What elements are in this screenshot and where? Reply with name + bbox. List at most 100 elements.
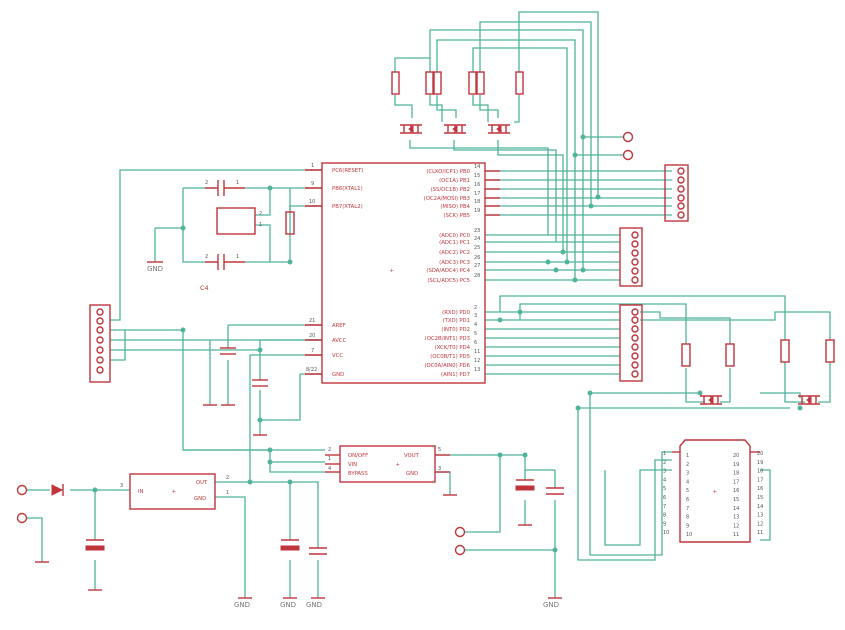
svg-text:4: 4	[474, 322, 477, 328]
socket-inner-right-num: 15	[733, 497, 739, 503]
socket-inner-right-num: 11	[733, 532, 739, 538]
svg-text:17: 17	[474, 191, 480, 197]
microcontroller: + PC6(RESET) PB6(XTAL1) PB7(XTAL2) AREF …	[305, 162, 500, 384]
svg-text:2: 2	[474, 305, 477, 311]
svg-text:+: +	[390, 268, 394, 274]
socket-outer-right-num: 12	[757, 521, 763, 527]
svg-text:OUT: OUT	[196, 480, 208, 486]
input-regulator: IN OUT GND + 3 2 1	[120, 473, 229, 510]
pin-pc6: PC6(RESET)	[332, 168, 363, 174]
svg-text:(ADC1) PC1: (ADC1) PC1	[439, 240, 470, 246]
mcu-portd-pins: (RXD) PD0 (TXD) PD1 (INT0) PD2 (OC2B/INT…	[424, 305, 480, 378]
svg-text:19: 19	[474, 208, 480, 214]
input-jacks	[16, 484, 28, 524]
svg-text:28: 28	[474, 273, 480, 279]
svg-text:GND: GND	[194, 496, 206, 502]
svg-text:(ADC3) PC3: (ADC3) PC3	[439, 260, 470, 266]
ic-socket: +	[672, 439, 760, 543]
socket-outer-right-num: 19	[757, 460, 763, 466]
header-portc	[619, 227, 643, 287]
svg-text:1: 1	[236, 254, 239, 260]
mcu-portc-pins: (ADC0) PC0 (ADC1) PC1 (ADC2) PC2 (ADC3) …	[426, 228, 480, 284]
socket-outer-right-num: 14	[757, 504, 763, 510]
socket-inner-right-num: 16	[733, 488, 739, 494]
svg-text:(RXD) PD0: (RXD) PD0	[442, 310, 470, 316]
socket-outer-left-num: 8	[663, 513, 666, 519]
svg-text:15: 15	[474, 173, 480, 179]
svg-text:(AIN1) PD7: (AIN1) PD7	[441, 372, 470, 378]
svg-text:VOUT: VOUT	[404, 453, 420, 459]
socket-inner-left-num: 8	[686, 515, 689, 521]
svg-text:(XCK/T0) PD4: (XCK/T0) PD4	[435, 345, 471, 351]
svg-text:3: 3	[438, 466, 441, 472]
socket-outer-right-num: 15	[757, 495, 763, 501]
socket-inner-left-num: 3	[686, 471, 689, 477]
svg-text:3: 3	[120, 483, 123, 489]
socket-inner-right-num: 13	[733, 515, 739, 521]
socket-outer-right-num: 18	[757, 469, 763, 475]
svg-text:(MISO) PB4: (MISO) PB4	[440, 204, 470, 210]
gnd-label-ldo: GND	[543, 601, 559, 609]
svg-text:7: 7	[311, 348, 314, 354]
svg-text:2: 2	[226, 475, 229, 481]
gnd-label-cap2: GND	[306, 601, 322, 609]
socket-inner-right-num: 17	[733, 479, 739, 485]
socket-inner-left-num: 4	[686, 479, 689, 485]
socket-inner-left-num: 10	[686, 532, 692, 538]
svg-text:1: 1	[311, 163, 314, 169]
socket-outer-left-num: 5	[663, 486, 666, 492]
socket-outer-right-num: 16	[757, 486, 763, 492]
svg-text:27: 27	[474, 263, 480, 269]
svg-text:1: 1	[236, 180, 239, 186]
gnd-label-cap1: GND	[280, 601, 296, 609]
svg-text:+: +	[396, 462, 400, 468]
pin-vcc: VCC	[332, 353, 343, 359]
header-left	[89, 304, 111, 383]
svg-text:26: 26	[474, 255, 480, 261]
socket-inner-right-num: 20	[733, 453, 739, 459]
svg-text:25: 25	[474, 245, 480, 251]
ground-symbols: GND GND GND GND GND	[35, 261, 562, 609]
svg-text:(OC0A/AIN0) PD6: (OC0A/AIN0) PD6	[424, 363, 470, 369]
svg-text:(OC0B/T1) PD5: (OC0B/T1) PD5	[430, 354, 470, 360]
input-diode	[51, 484, 64, 496]
output-jacks	[454, 526, 466, 556]
socket-outer-right-num: 20	[757, 451, 763, 457]
svg-text:(OC1A) PB1: (OC1A) PB1	[439, 178, 470, 184]
socket-inner-right-num: 19	[733, 462, 739, 468]
svg-text:21: 21	[309, 318, 315, 324]
svg-text:8/22: 8/22	[306, 367, 317, 373]
svg-text:(CLKO/ICP1) PB0: (CLKO/ICP1) PB0	[426, 169, 470, 175]
svg-text:(SS/OC1B) PB2: (SS/OC1B) PB2	[431, 187, 470, 193]
svg-text:(OC2B/INT1) PD3: (OC2B/INT1) PD3	[425, 336, 470, 342]
svg-text:13: 13	[474, 367, 480, 373]
svg-text:4: 4	[328, 466, 331, 472]
svg-text:24: 24	[474, 236, 480, 242]
svg-text:16: 16	[474, 182, 480, 188]
svg-text:5: 5	[474, 331, 477, 337]
svg-text:3: 3	[474, 313, 477, 319]
header-portd	[619, 304, 643, 382]
socket-inner-left-num: 5	[686, 488, 689, 494]
pin-aref: AREF	[332, 323, 346, 329]
socket-inner-left-num: 1	[686, 453, 689, 459]
socket-outer-left-num: 10	[663, 530, 669, 536]
capacitors	[85, 347, 564, 555]
svg-text:(SCL/ADC5) PC5: (SCL/ADC5) PC5	[427, 278, 470, 284]
svg-text:18: 18	[474, 199, 480, 205]
mcu-left-pins: PC6(RESET) PB6(XTAL1) PB7(XTAL2) AREF AV…	[305, 163, 363, 378]
right-drivers	[681, 339, 835, 405]
pin-avcc: AVCC	[332, 338, 347, 344]
svg-text:10: 10	[309, 199, 315, 205]
socket-inner-right-num: 18	[733, 471, 739, 477]
socket-inner-left-num: 7	[686, 506, 689, 512]
socket-inner-left-num: 9	[686, 523, 689, 529]
socket-inner-left-num: 2	[686, 462, 689, 468]
svg-text:(SDA/ADC4) PC4: (SDA/ADC4) PC4	[426, 268, 470, 274]
socket-outer-left-num: 6	[663, 495, 666, 501]
socket-inner-right-num: 12	[733, 523, 739, 529]
ldo-regulator: ON/OFF VIN BYPASS VOUT GND + 2 1 4 5 3	[325, 445, 450, 483]
svg-text:(OC2A/MOSI) PB3: (OC2A/MOSI) PB3	[424, 196, 470, 202]
svg-text:1: 1	[259, 222, 262, 228]
